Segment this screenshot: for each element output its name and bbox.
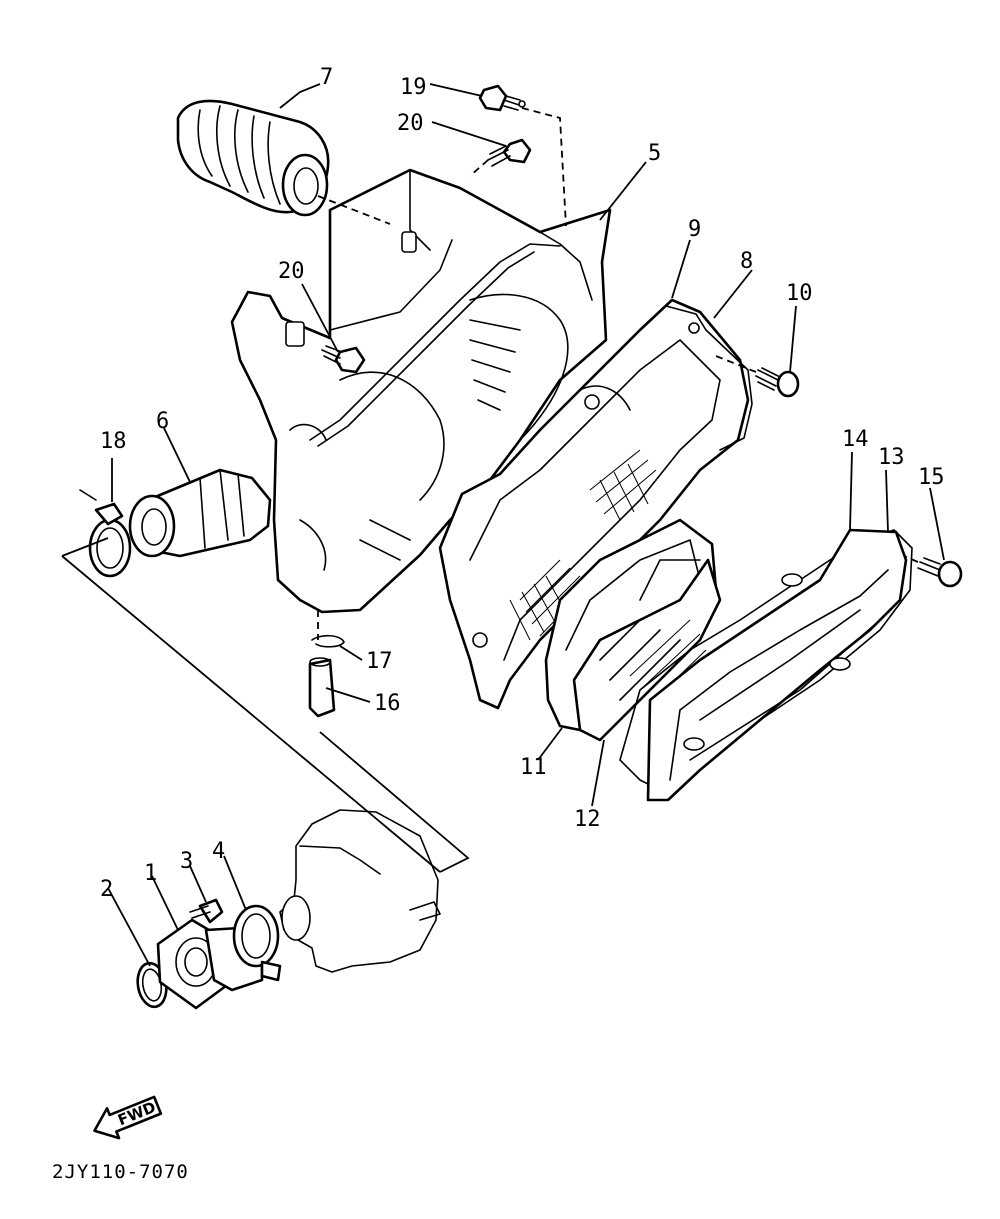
callout-11: 11	[520, 755, 547, 780]
callout-1: 1	[144, 861, 157, 886]
part-1-carburetor-joint	[156, 918, 264, 1010]
callout-4: 4	[212, 839, 225, 864]
callout-13: 13	[878, 445, 905, 470]
callout-6: 6	[156, 409, 169, 434]
callout-16: 16	[374, 691, 401, 716]
callout-2: 2	[100, 877, 113, 902]
part-6-joint	[128, 468, 272, 558]
drawing-code: 2JY110-7070	[52, 1161, 189, 1183]
callout-14: 14	[842, 427, 869, 452]
part-7-intake-duct	[176, 99, 330, 217]
part-8-gasket	[665, 305, 753, 451]
part-19-bolt	[478, 84, 526, 112]
callout-8: 8	[740, 249, 753, 274]
callout-19: 19	[400, 75, 427, 100]
callout-20-upper: 20	[397, 111, 424, 136]
part-10-screw	[755, 367, 800, 398]
part-18-clamp	[79, 489, 132, 578]
callout-labels: 7 19 20 5 9 8 10 20 6 18 14 13 15 17 16 …	[100, 65, 945, 902]
callout-10: 10	[786, 281, 813, 306]
leader-lines	[61, 83, 945, 967]
callout-15: 15	[918, 465, 945, 490]
callout-18: 18	[100, 429, 127, 454]
callout-20-lower: 20	[278, 259, 305, 284]
callout-9: 9	[688, 217, 701, 242]
part-17-clip	[311, 634, 345, 648]
part-9-case-cover	[438, 298, 750, 710]
callout-17: 17	[366, 649, 393, 674]
part-16-drain-tube	[308, 657, 336, 718]
part-20-bolt-lower	[321, 345, 366, 374]
carburetor-outline	[279, 809, 441, 973]
part-4-clamp	[232, 904, 282, 982]
callout-5: 5	[648, 141, 661, 166]
part-15-screw	[917, 557, 963, 588]
part-3-bolt	[189, 898, 224, 924]
callout-7: 7	[320, 65, 333, 90]
callout-12: 12	[574, 807, 601, 832]
callout-3: 3	[180, 849, 193, 874]
part-12-element	[572, 558, 722, 742]
part-20-bolt-upper	[487, 138, 532, 167]
part-5-filter-case	[230, 168, 612, 614]
part-14-case-cap	[646, 528, 908, 802]
fwd-arrow-icon: FWD	[93, 1095, 163, 1140]
